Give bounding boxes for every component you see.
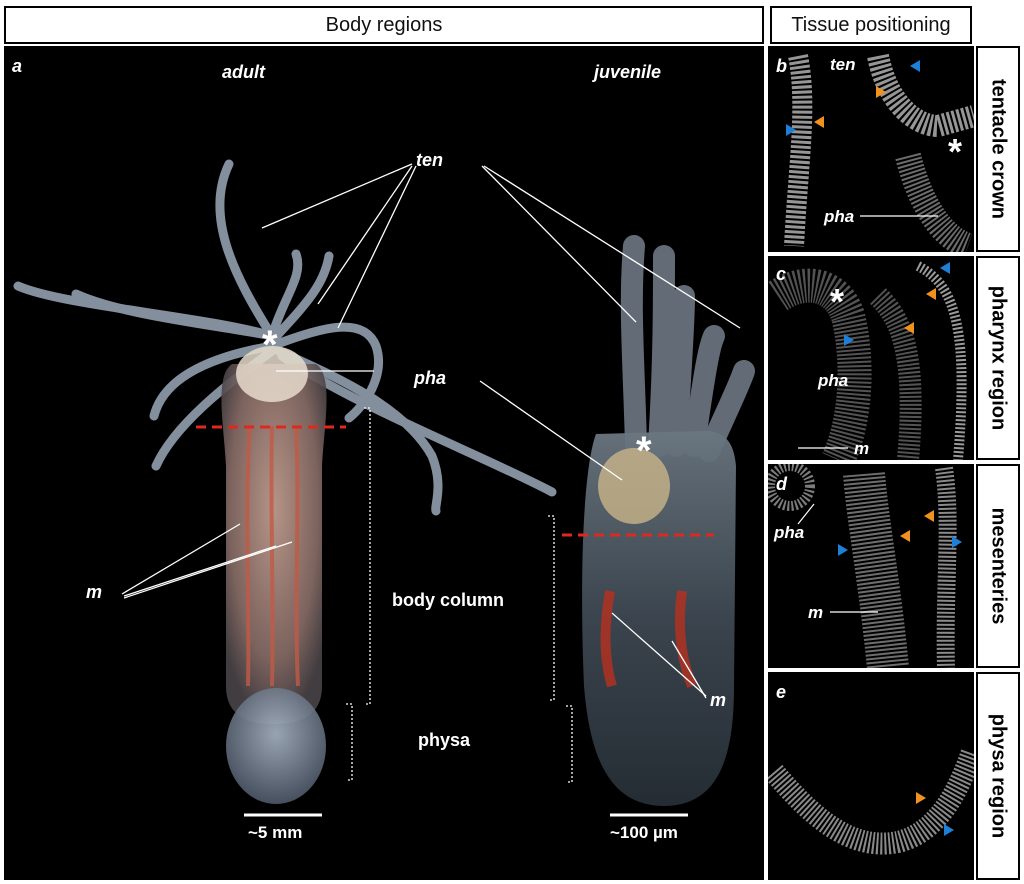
side-label-physa-region: physa region — [976, 672, 1020, 880]
panel-d-pha: pha — [773, 523, 804, 542]
adult-brackets — [346, 407, 371, 781]
leader-lines — [121, 163, 741, 699]
juvenile-body — [582, 235, 755, 806]
side-label-tentacle-crown-text: tentacle crown — [987, 78, 1010, 220]
m-juvenile-label: m — [710, 690, 726, 710]
inner-arrow — [926, 288, 936, 300]
side-label-mesenteries-text: mesenteries — [987, 507, 1010, 625]
m-adult-label: m — [86, 582, 102, 602]
outer-arrow — [786, 124, 796, 136]
outer-arrow — [940, 262, 950, 274]
side-label-pharynx-region-text: pharynx region — [987, 285, 1010, 431]
outer-arrow — [952, 536, 962, 548]
panel-a-letter: a — [12, 56, 22, 76]
panel-e-micrograph: e — [768, 682, 974, 855]
panel-b-ten: ten — [830, 55, 856, 74]
panel-b-pha: pha — [823, 207, 854, 226]
panel-d-letter: d — [776, 474, 788, 494]
inner-arrow — [814, 116, 824, 128]
panel-c-micrograph: c pha m * — [768, 261, 967, 460]
adult-scale-label: ~5 mm — [248, 823, 302, 842]
pha-leader — [797, 503, 815, 525]
juvenile-asterisk: * — [636, 429, 652, 473]
panel-c-pha: pha — [817, 371, 848, 390]
side-label-physa-region-text: physa region — [987, 713, 1010, 839]
adult-asterisk: * — [262, 323, 278, 367]
tissue-positioning-header: Tissue positioning — [770, 6, 972, 44]
panel-b-asterisk: * — [948, 131, 962, 172]
side-label-pharynx-region: pharynx region — [976, 256, 1020, 460]
panel-b-letter: b — [776, 56, 787, 76]
inner-arrow — [900, 530, 910, 542]
tissue-positioning-title: Tissue positioning — [791, 13, 951, 36]
panel-d-micrograph: d pha m — [768, 464, 962, 668]
panel-c-asterisk: * — [830, 281, 844, 322]
inner-arrow — [904, 322, 914, 334]
panel-d: d pha m — [768, 464, 974, 668]
panel-d-m: m — [808, 603, 823, 622]
adult-body — [221, 346, 327, 804]
panel-c-m: m — [854, 439, 869, 458]
ten-label: ten — [416, 150, 443, 170]
juvenile-label: juvenile — [592, 62, 661, 82]
inner-arrow — [924, 510, 934, 522]
outer-arrow — [844, 334, 854, 346]
panel-a: a adult juvenile ten pha m m * * body co… — [4, 46, 764, 880]
panel-c-letter: c — [776, 264, 786, 284]
side-label-tentacle-crown: tentacle crown — [976, 46, 1020, 252]
panel-c: c pha m * — [768, 256, 974, 460]
panel-b-micrograph: b ten pha * — [776, 53, 974, 252]
panel-e-letter: e — [776, 682, 786, 702]
outer-arrow — [838, 544, 848, 556]
side-label-mesenteries: mesenteries — [976, 464, 1020, 668]
inner-arrow — [876, 86, 886, 98]
physa-label: physa — [418, 730, 471, 750]
pha-label: pha — [413, 368, 446, 388]
panel-e: e — [768, 672, 974, 880]
panel-b: b ten pha * — [768, 46, 974, 252]
juvenile-brackets — [548, 515, 573, 783]
body-regions-header: Body regions — [4, 6, 764, 44]
outer-arrow — [910, 60, 920, 72]
body-column-label: body column — [392, 590, 504, 610]
body-regions-title: Body regions — [325, 13, 443, 36]
inner-arrow — [916, 792, 926, 804]
panel-a-illustration: a adult juvenile ten pha m m * * body co… — [12, 56, 755, 842]
outer-arrow — [944, 824, 954, 836]
adult-label: adult — [222, 62, 266, 82]
juvenile-scale-label: ~100 µm — [610, 823, 678, 842]
